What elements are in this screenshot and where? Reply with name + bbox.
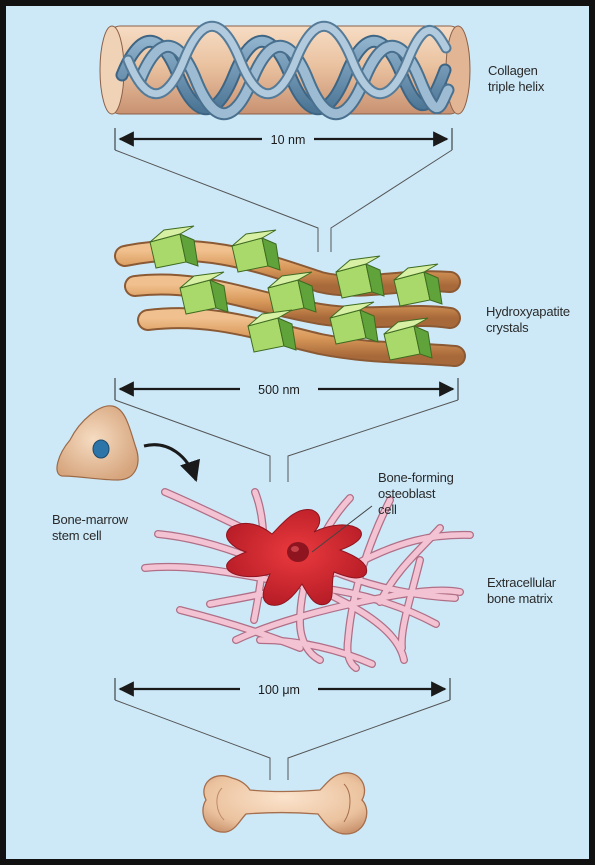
label-bone-matrix: bone matrix <box>487 591 553 606</box>
label-triple-helix: triple helix <box>488 79 545 94</box>
scale-label-10nm: 10 nm <box>271 133 306 147</box>
scale-label-100um: 100 μm <box>258 683 300 697</box>
scale-label-500nm: 500 nm <box>258 383 300 397</box>
osteoblast-nucleus <box>287 542 309 562</box>
label-collagen: Collagen <box>488 63 538 78</box>
label-bone-forming: Bone-forming <box>378 470 454 485</box>
label-osteoblast: osteoblast <box>378 486 436 501</box>
label-stem-cell: stem cell <box>52 528 102 543</box>
label-extracellular: Extracellular <box>487 575 557 590</box>
label-hydroxyapatite: Hydroxyapatite <box>486 304 570 319</box>
label-crystals: crystals <box>486 320 529 335</box>
label-cell: cell <box>378 502 397 517</box>
nucleus <box>93 440 109 458</box>
label-bone-marrow: Bone-marrow <box>52 512 129 527</box>
